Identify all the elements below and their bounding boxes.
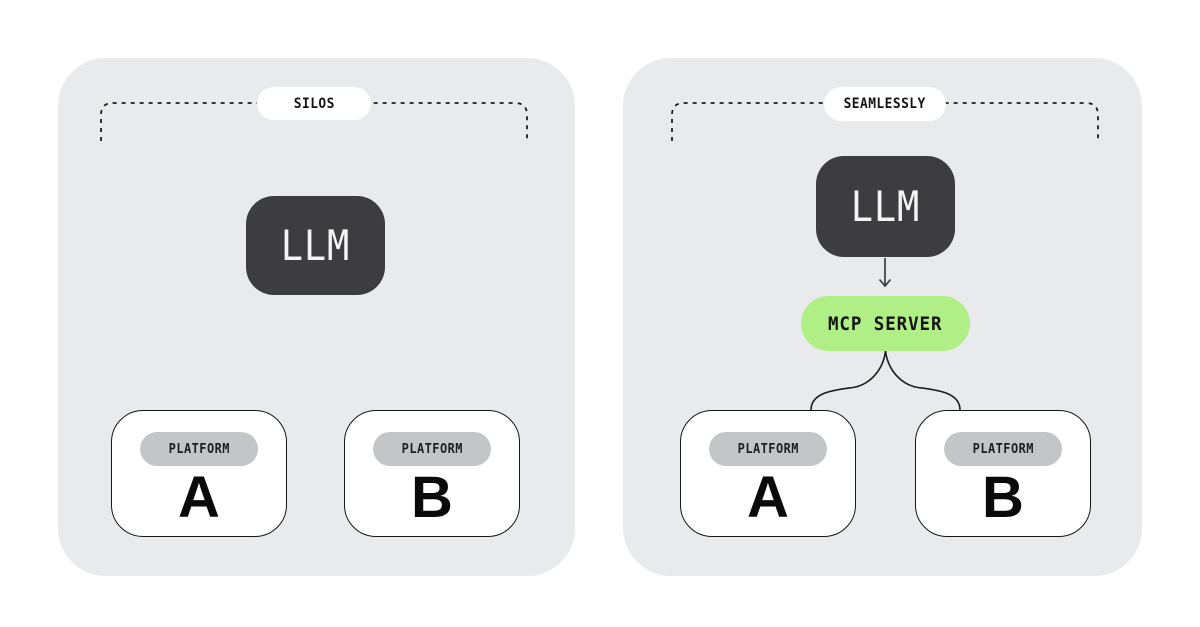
platform-card-b: PLATFORM B xyxy=(915,410,1091,537)
llm-box: LLM xyxy=(246,196,385,295)
platform-tag-pill: PLATFORM xyxy=(140,432,258,466)
silos-panel: SILOS LLM PLATFORM A PLATFORM B xyxy=(58,58,575,576)
arrow-down-icon xyxy=(878,258,892,288)
platform-tag-label: PLATFORM xyxy=(401,441,463,457)
bracket-label: SILOS xyxy=(293,95,335,112)
platform-tag-label: PLATFORM xyxy=(972,441,1034,457)
platform-letter: B xyxy=(411,465,453,530)
branch-connector xyxy=(810,350,961,411)
seamless-panel: SEAMLESSLY LLM MCP SERVER PLATFORM A PLA… xyxy=(623,58,1142,576)
mcp-server-pill: MCP SERVER xyxy=(801,296,970,351)
platform-letter: A xyxy=(178,465,220,530)
platform-tag-pill: PLATFORM xyxy=(709,432,827,466)
platform-tag-label: PLATFORM xyxy=(737,441,799,457)
platform-letter: A xyxy=(747,465,789,530)
bracket-label-pill: SILOS xyxy=(257,87,371,120)
platform-tag-pill: PLATFORM xyxy=(373,432,491,466)
mcp-server-label: MCP SERVER xyxy=(828,312,943,335)
platform-tag-label: PLATFORM xyxy=(168,441,230,457)
platform-card-a: PLATFORM A xyxy=(111,410,287,537)
platform-tag-pill: PLATFORM xyxy=(944,432,1062,466)
bracket-label-pill: SEAMLESSLY xyxy=(824,87,946,121)
llm-box: LLM xyxy=(816,156,955,257)
llm-label: LLM xyxy=(280,221,351,270)
platform-letter: B xyxy=(982,465,1024,530)
bracket-label: SEAMLESSLY xyxy=(843,96,927,112)
llm-label: LLM xyxy=(850,182,921,231)
platform-card-a: PLATFORM A xyxy=(680,410,856,537)
platform-card-b: PLATFORM B xyxy=(344,410,520,537)
